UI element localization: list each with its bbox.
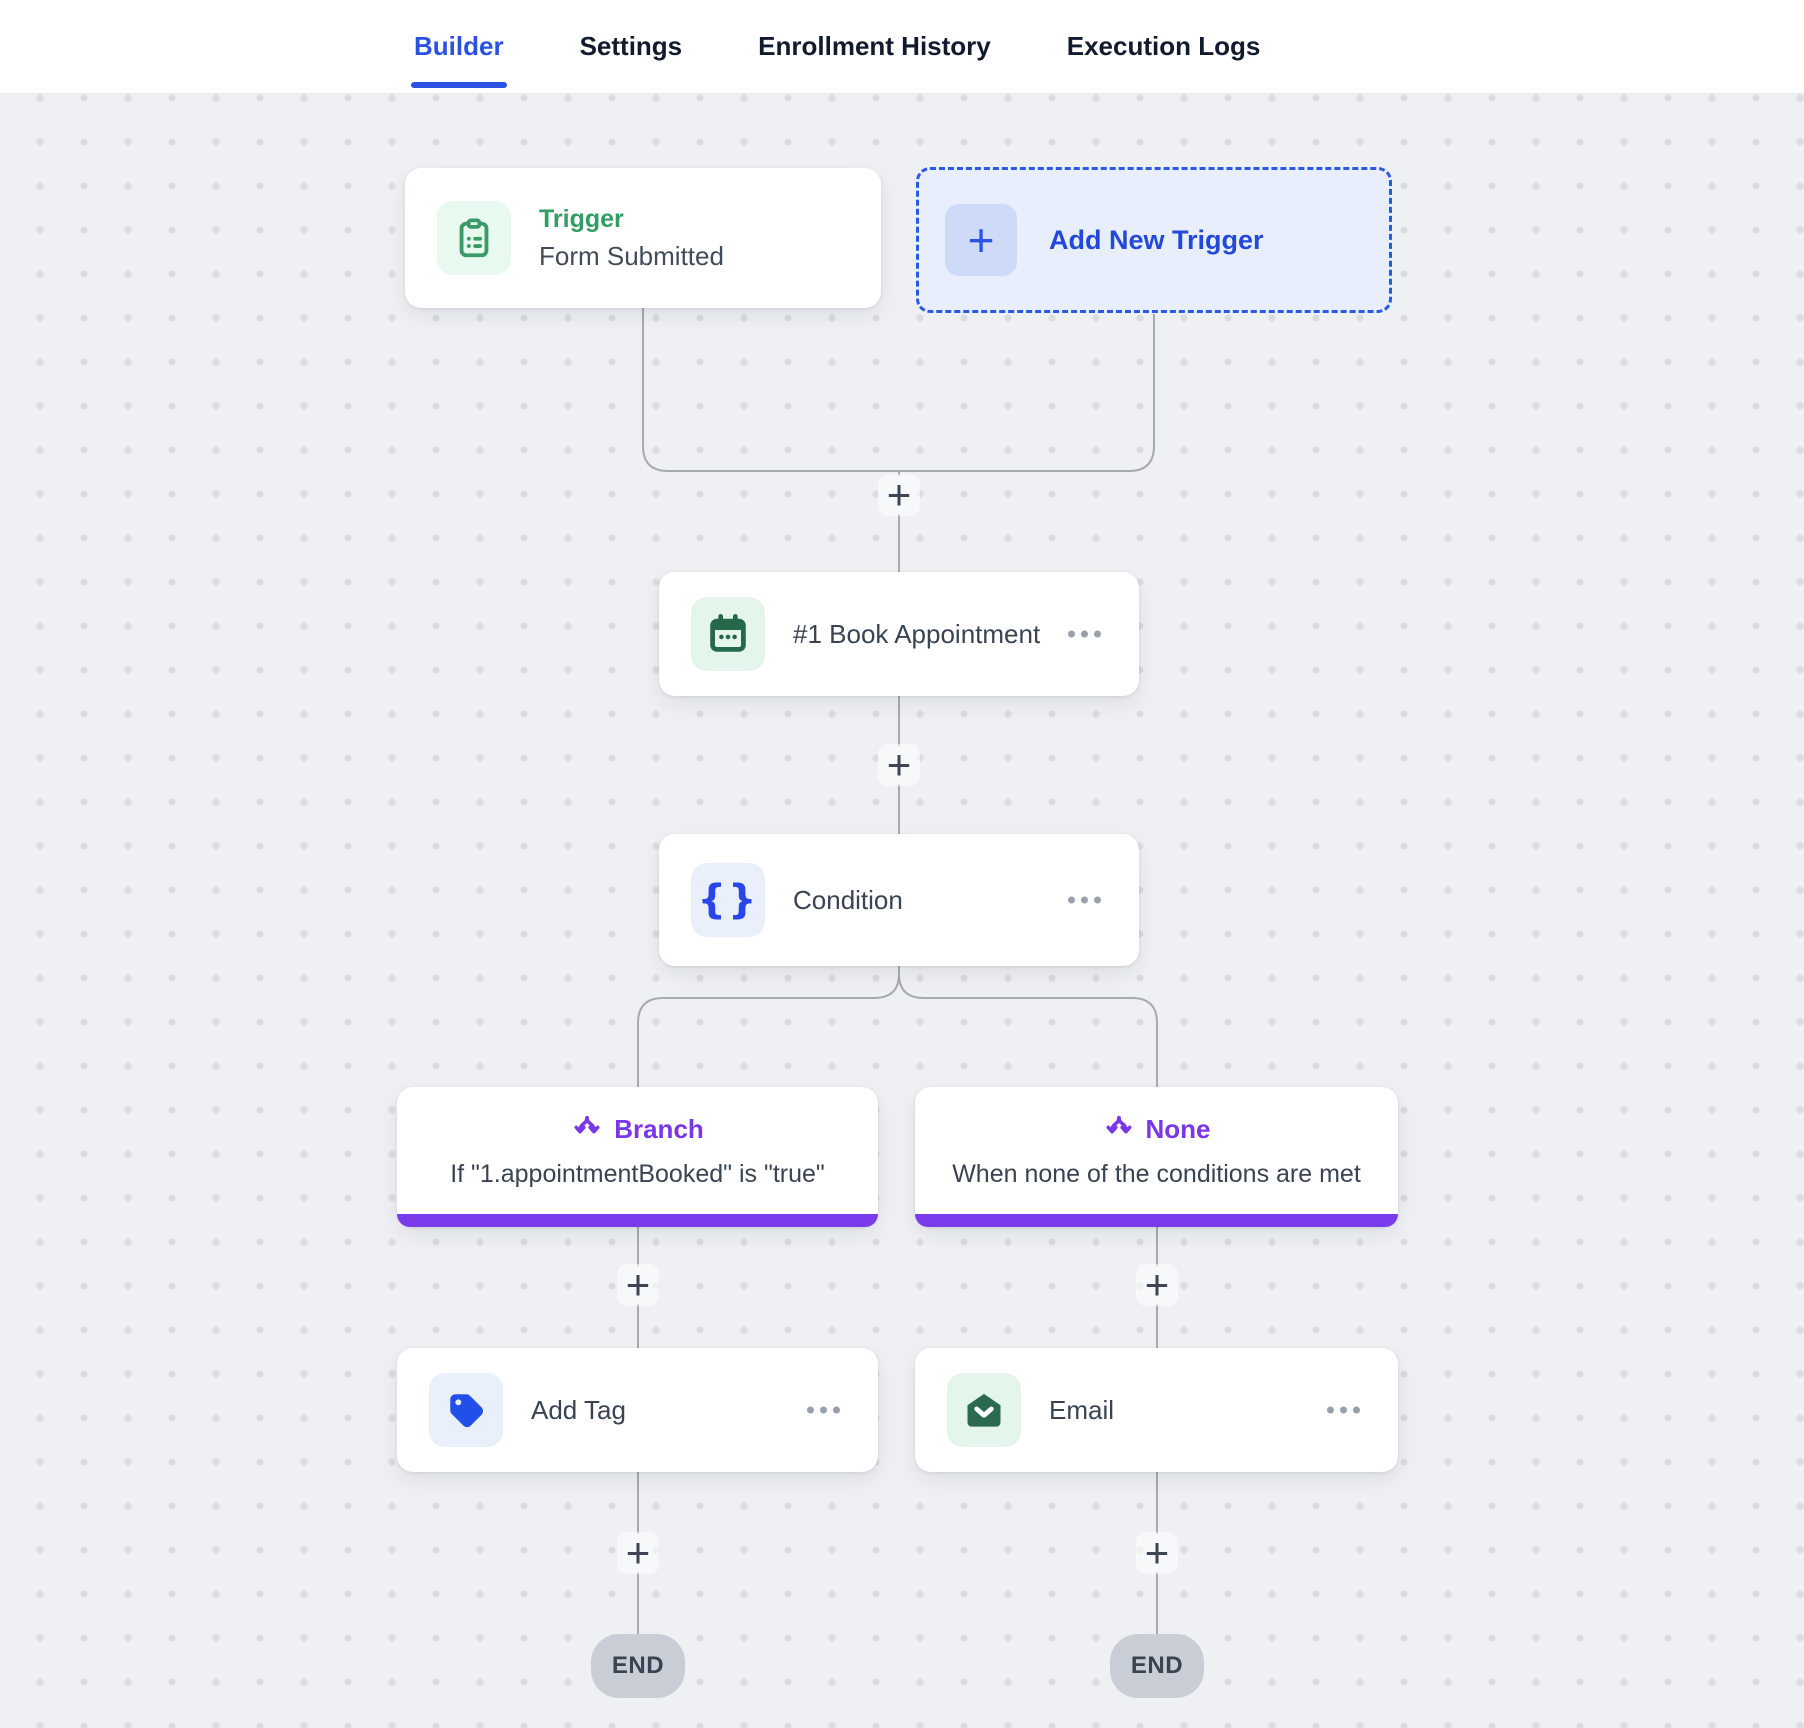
- more-options-button[interactable]: [1325, 1399, 1362, 1422]
- branch-accent-bar: [915, 1214, 1398, 1227]
- tag-icon: [450, 1394, 484, 1428]
- none-branch-condition-text: When none of the conditions are met: [952, 1160, 1361, 1188]
- split-icon: [1106, 1116, 1131, 1134]
- tab-bar: Builder Settings Enrollment History Exec…: [0, 0, 1804, 94]
- add-step-button[interactable]: +: [617, 1264, 659, 1306]
- branch-label: Branch: [614, 1113, 704, 1144]
- workflow-canvas[interactable]: + + + + + + Trigger Form Submitted + Add…: [0, 94, 1804, 1728]
- braces-icon: {}: [697, 877, 759, 923]
- add-step-button[interactable]: +: [878, 744, 920, 786]
- end-terminal-right: END: [1110, 1634, 1204, 1698]
- more-options-button[interactable]: [1066, 623, 1103, 646]
- none-branch-header: None: [1103, 1113, 1211, 1145]
- condition-iconbox: {}: [691, 863, 765, 937]
- split-icon: [574, 1116, 600, 1134]
- branch-accent-bar: [397, 1214, 878, 1227]
- trigger-iconbox: [437, 201, 511, 275]
- tab-settings[interactable]: Settings: [579, 31, 683, 61]
- add-step-button[interactable]: +: [617, 1532, 659, 1574]
- trigger-category-label: Trigger: [539, 204, 624, 233]
- mail-icon: [967, 1393, 1001, 1427]
- plus-icon: +: [945, 204, 1017, 276]
- email-iconbox: [947, 1373, 1021, 1447]
- add-tag-node[interactable]: Add Tag: [397, 1348, 878, 1472]
- trigger-node[interactable]: Trigger Form Submitted: [405, 168, 881, 308]
- branch-condition-text: If "1.appointmentBooked" is "true": [450, 1160, 825, 1188]
- tab-builder[interactable]: Builder: [411, 0, 507, 93]
- book-appointment-iconbox: [691, 597, 765, 671]
- none-branch-node[interactable]: None When none of the conditions are met: [915, 1087, 1398, 1227]
- book-appointment-title: #1 Book Appointment: [793, 618, 1041, 649]
- trigger-text: Trigger Form Submitted: [539, 205, 724, 272]
- more-options-button[interactable]: [805, 1399, 842, 1422]
- add-new-trigger-label: Add New Trigger: [1049, 224, 1264, 255]
- none-branch-label: None: [1145, 1113, 1211, 1144]
- email-title: Email: [1049, 1394, 1115, 1425]
- trigger-title: Form Submitted: [539, 240, 724, 271]
- book-appointment-node[interactable]: #1 Book Appointment: [659, 572, 1139, 696]
- clipboard-icon: [459, 218, 489, 258]
- email-node[interactable]: Email: [915, 1348, 1398, 1472]
- branch-node[interactable]: Branch If "1.appointmentBooked" is "true…: [397, 1087, 878, 1227]
- add-step-button[interactable]: +: [1136, 1532, 1178, 1574]
- condition-title: Condition: [793, 884, 903, 915]
- add-step-button[interactable]: +: [878, 474, 920, 516]
- add-step-button[interactable]: +: [1136, 1264, 1178, 1306]
- end-terminal-left: END: [591, 1634, 685, 1698]
- branch-header: Branch: [571, 1113, 704, 1145]
- calendar-icon: [710, 614, 746, 652]
- add-new-trigger-button[interactable]: + Add New Trigger: [916, 167, 1392, 313]
- tab-execution-logs[interactable]: Execution Logs: [1066, 31, 1261, 61]
- add-tag-title: Add Tag: [531, 1394, 626, 1425]
- condition-node[interactable]: {} Condition: [659, 834, 1139, 966]
- add-tag-iconbox: [429, 1373, 503, 1447]
- more-options-button[interactable]: [1066, 889, 1103, 912]
- tab-enrollment-history[interactable]: Enrollment History: [758, 31, 991, 61]
